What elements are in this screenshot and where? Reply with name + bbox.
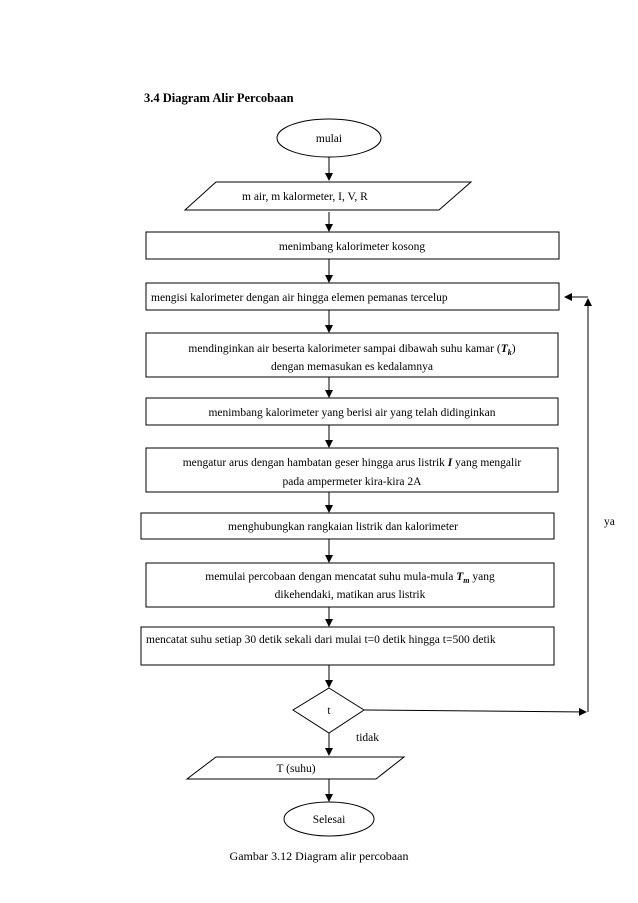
step7-symbol: T [456,571,464,583]
process-step-4: menimbang kalorimeter yang berisi air ya… [145,397,559,426]
loop-yes-right [363,707,587,716]
step7-text-a: memulai percobaan dengan mencatat suhu m… [205,571,456,583]
process-step-2: mengisi kalorimeter dengan air hingga el… [145,282,560,311]
no-label: tidak [356,732,379,744]
step5-line1: mengatur arus dengan hambatan geser hing… [183,457,522,469]
process-step-8: mencatat suhu setiap 30 detik sekali dar… [140,626,555,666]
connectors [325,157,592,802]
step3-subscript: k [508,348,512,357]
process-step-3: mendinginkan air beserta kalorimeter sam… [145,332,559,378]
step5-text-a: mengatur arus dengan hambatan geser hing… [183,457,448,469]
step3-close: ) [512,343,516,355]
step7-subscript: m [463,576,469,585]
step7-line2: dikehendaki, matikan arus listrik [275,589,426,601]
step6-label: menghubungkan rangkaian listrik dan kalo… [228,521,458,533]
step5-line2: pada ampermeter kira-kira 2A [283,476,423,488]
step3-text: mendinginkan air beserta kalorimeter sam… [188,343,500,355]
step7-text-b: yang [470,571,495,583]
decision-label: t [327,705,331,717]
figure-caption: Gambar 3.12 Diagram alir percobaan [229,849,409,863]
yes-label: ya [604,516,615,528]
input-label: m air, m kalormeter, I, V, R [242,191,368,203]
section-title: 3.4 Diagram Alir Percobaan [144,91,294,105]
output-parallelogram: T (suhu) [185,756,406,780]
step4-label: menimbang kalorimeter yang berisi air ya… [208,407,495,419]
decision-diamond: t [292,687,365,734]
process-step-1: menimbang kalorimeter kosong [145,231,560,260]
step3-symbol: T [501,343,509,355]
end-terminator: Selesai [283,801,375,837]
step3-line2: dengan memasukan es kedalamnya [271,361,433,373]
step1-label: menimbang kalorimeter kosong [279,241,426,253]
start-terminator: mulai [276,118,382,158]
process-step-5: mengatur arus dengan hambatan geser hing… [145,447,559,493]
step2-label: mengisi kalorimeter dengan air hingga el… [151,292,448,304]
end-label: Selesai [313,814,346,826]
input-parallelogram: m air, m kalormeter, I, V, R [183,181,473,211]
process-step-7: memulai percobaan dengan mencatat suhu m… [145,562,555,608]
step7-line1: memulai percobaan dengan mencatat suhu m… [205,571,495,585]
process-step-6: menghubungkan rangkaian listrik dan kalo… [140,512,555,540]
step3-line1: mendinginkan air beserta kalorimeter sam… [188,343,515,357]
start-label: mulai [316,133,342,145]
step5-symbol: I [447,457,453,469]
step8-label: mencatat suhu setiap 30 detik sekali dar… [146,634,496,646]
output-label: T (suhu) [276,763,315,775]
step5-text-b: yang mengalir [452,457,521,469]
